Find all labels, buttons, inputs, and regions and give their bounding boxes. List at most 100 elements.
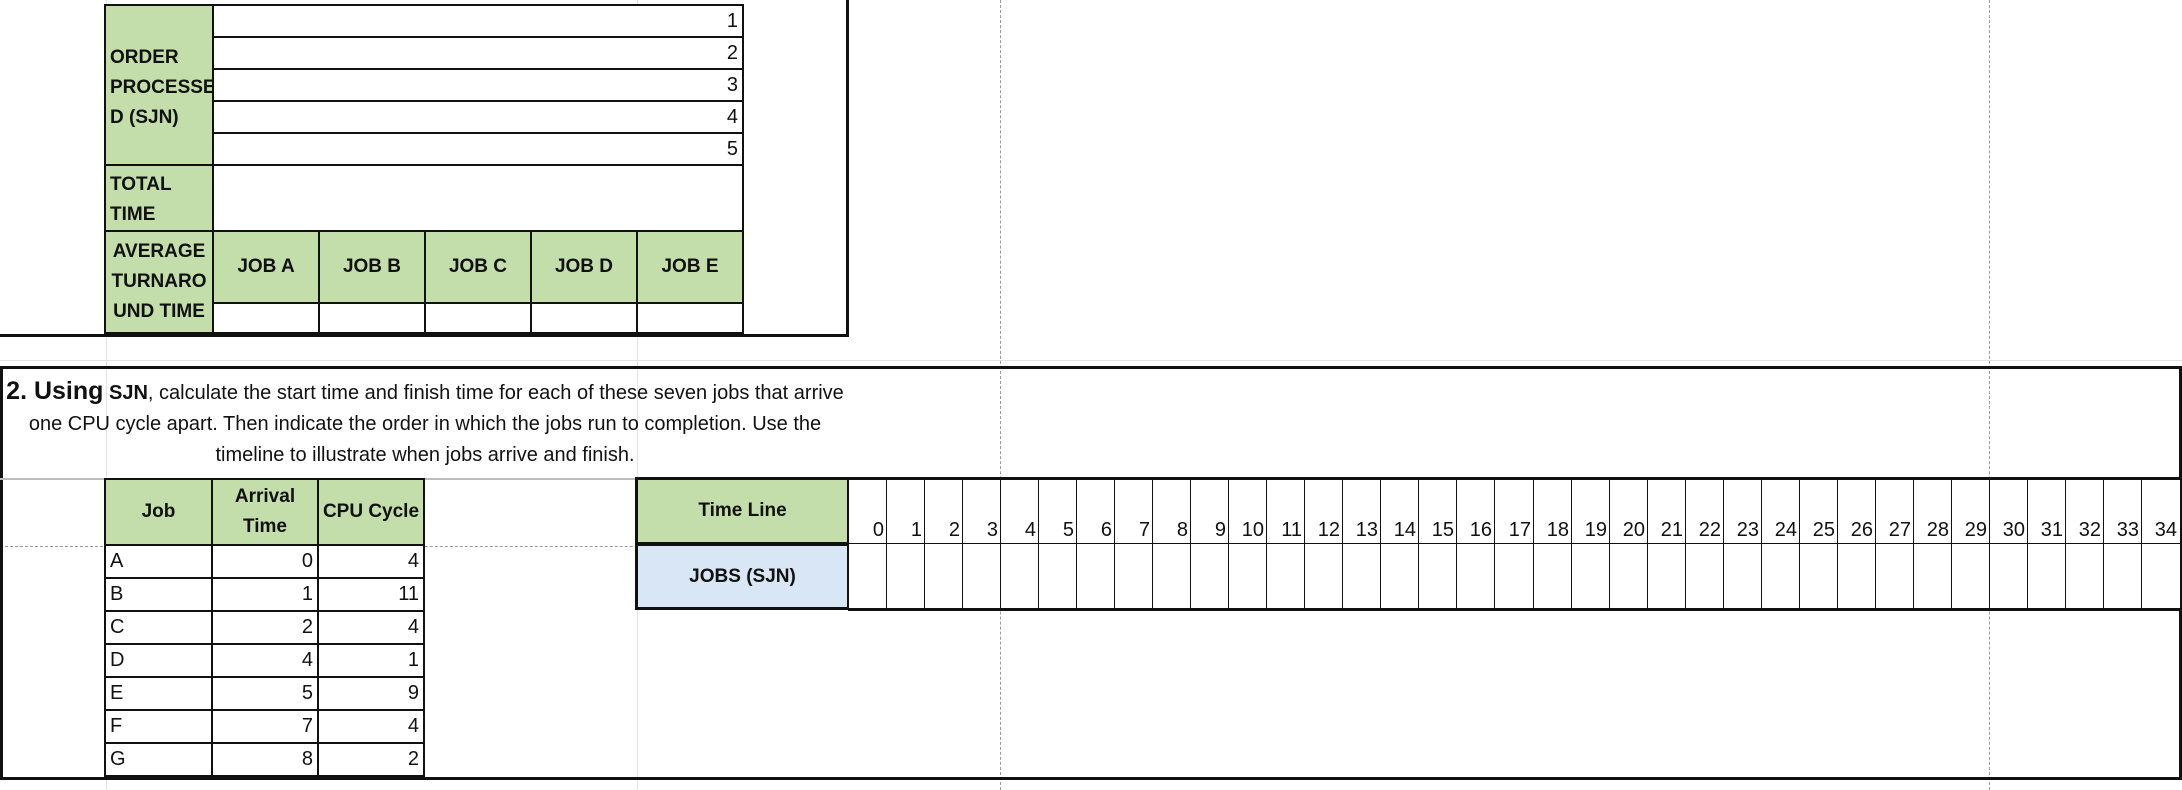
timeline-slot-4[interactable]: [1000, 543, 1040, 610]
job-name-cell: F: [104, 709, 213, 744]
timeline-slot-23[interactable]: [1723, 543, 1763, 610]
timeline-tick-11: 11: [1266, 477, 1306, 545]
timeline-tick-22: 22: [1685, 477, 1725, 545]
timeline-slot-7[interactable]: [1114, 543, 1154, 610]
turnaround-input-3[interactable]: [424, 302, 532, 334]
cpu-cycle-cell: 4: [317, 544, 425, 579]
section-border: [0, 334, 849, 337]
timeline-slot-16[interactable]: [1456, 543, 1496, 610]
timeline-tick-14: 14: [1380, 477, 1420, 545]
job-header-job-a: JOB A: [212, 230, 320, 304]
timeline-tick-10: 10: [1228, 477, 1268, 545]
timeline-slot-34[interactable]: [2141, 543, 2181, 610]
timeline-slot-22[interactable]: [1685, 543, 1725, 610]
arrival-time-cell: 1: [211, 577, 319, 612]
timeline-slot-0[interactable]: [848, 543, 888, 610]
timeline-slot-11[interactable]: [1266, 543, 1306, 610]
timeline-slot-30[interactable]: [1989, 543, 2029, 610]
timeline-tick-7: 7: [1114, 477, 1154, 545]
timeline-tick-0: 0: [848, 477, 888, 545]
timeline-slot-24[interactable]: [1761, 543, 1801, 610]
timeline-slot-10[interactable]: [1228, 543, 1268, 610]
timeline-slot-32[interactable]: [2065, 543, 2105, 610]
timeline-tick-21: 21: [1647, 477, 1687, 545]
timeline-tick-9: 9: [1190, 477, 1230, 545]
job-name-cell: E: [104, 676, 213, 711]
cpu-cycle-cell: 9: [317, 676, 425, 711]
timeline-slot-8[interactable]: [1152, 543, 1192, 610]
timeline-tick-27: 27: [1875, 477, 1915, 545]
turnaround-input-2[interactable]: [318, 302, 426, 334]
timeline-tick-28: 28: [1913, 477, 1953, 545]
timeline-border: [848, 477, 2182, 480]
gridline: [106, 0, 107, 790]
timeline-slot-31[interactable]: [2027, 543, 2067, 610]
jobs-table-header-2: Arrival Time: [211, 478, 319, 546]
gridline: [0, 360, 2182, 361]
timeline-slot-14[interactable]: [1380, 543, 1420, 610]
order-row-5[interactable]: 5: [212, 132, 744, 166]
timeline-slot-9[interactable]: [1190, 543, 1230, 610]
page-break-line: [1989, 0, 1990, 790]
timeline-tick-34: 34: [2141, 477, 2181, 545]
page-break-line: [1000, 0, 1001, 790]
jobs-table-header-1: Job: [104, 478, 213, 546]
turnaround-input-4[interactable]: [530, 302, 638, 334]
timeline-slot-25[interactable]: [1799, 543, 1839, 610]
timeline-tick-12: 12: [1304, 477, 1344, 545]
timeline-slot-21[interactable]: [1647, 543, 1687, 610]
timeline-slot-2[interactable]: [924, 543, 964, 610]
job-header-job-c: JOB C: [424, 230, 532, 304]
timeline-slot-13[interactable]: [1342, 543, 1382, 610]
timeline-slot-12[interactable]: [1304, 543, 1344, 610]
timeline-slot-6[interactable]: [1076, 543, 1116, 610]
order-processed-label: ORDER PROCESSE D (SJN): [104, 4, 216, 166]
section-border: [846, 0, 849, 337]
timeline-jobs-label: JOBS (SJN): [635, 543, 850, 610]
order-row-4[interactable]: 4: [212, 100, 744, 134]
timeline-tick-20: 20: [1609, 477, 1649, 545]
arrival-time-cell: 4: [211, 643, 319, 678]
timeline-slot-5[interactable]: [1038, 543, 1078, 610]
timeline-tick-19: 19: [1571, 477, 1611, 545]
cpu-cycle-cell: 4: [317, 709, 425, 744]
timeline-tick-24: 24: [1761, 477, 1801, 545]
timeline-slot-27[interactable]: [1875, 543, 1915, 610]
timeline-slot-19[interactable]: [1571, 543, 1611, 610]
timeline-slot-29[interactable]: [1951, 543, 1991, 610]
timeline-slot-3[interactable]: [962, 543, 1002, 610]
timeline-slot-15[interactable]: [1418, 543, 1458, 610]
timeline-slot-17[interactable]: [1494, 543, 1535, 610]
timeline-slot-18[interactable]: [1533, 543, 1573, 610]
turnaround-input-1[interactable]: [212, 302, 320, 334]
timeline-slot-28[interactable]: [1913, 543, 1953, 610]
timeline-tick-3: 3: [962, 477, 1002, 545]
timeline-border: [848, 608, 2182, 611]
timeline-tick-31: 31: [2027, 477, 2067, 545]
order-row-2[interactable]: 2: [212, 36, 744, 70]
timeline-tick-16: 16: [1456, 477, 1496, 545]
timeline-tick-29: 29: [1951, 477, 1991, 545]
average-turnaround-label: AVERAGE TURNARO UND TIME: [104, 230, 214, 334]
turnaround-input-5[interactable]: [636, 302, 744, 334]
timeline-tick-13: 13: [1342, 477, 1382, 545]
timeline-slot-20[interactable]: [1609, 543, 1649, 610]
timeline-tick-1: 1: [886, 477, 926, 545]
cpu-cycle-cell: 2: [317, 742, 425, 777]
timeline-slot-26[interactable]: [1837, 543, 1877, 610]
timeline-tick-5: 5: [1038, 477, 1078, 545]
order-row-3[interactable]: 3: [212, 68, 744, 102]
total-time-input[interactable]: [212, 164, 744, 232]
jobs-table-header-3: CPU Cycle: [317, 478, 425, 546]
job-name-cell: A: [104, 544, 213, 579]
arrival-time-cell: 0: [211, 544, 319, 579]
timeline-tick-18: 18: [1533, 477, 1573, 545]
timeline-tick-6: 6: [1076, 477, 1116, 545]
timeline-slot-1[interactable]: [886, 543, 926, 610]
job-name-cell: D: [104, 643, 213, 678]
cpu-cycle-cell: 4: [317, 610, 425, 645]
order-row-1[interactable]: 1: [212, 4, 744, 38]
timeline-tick-15: 15: [1418, 477, 1458, 545]
timeline-slot-33[interactable]: [2103, 543, 2143, 610]
timeline-tick-2: 2: [924, 477, 964, 545]
